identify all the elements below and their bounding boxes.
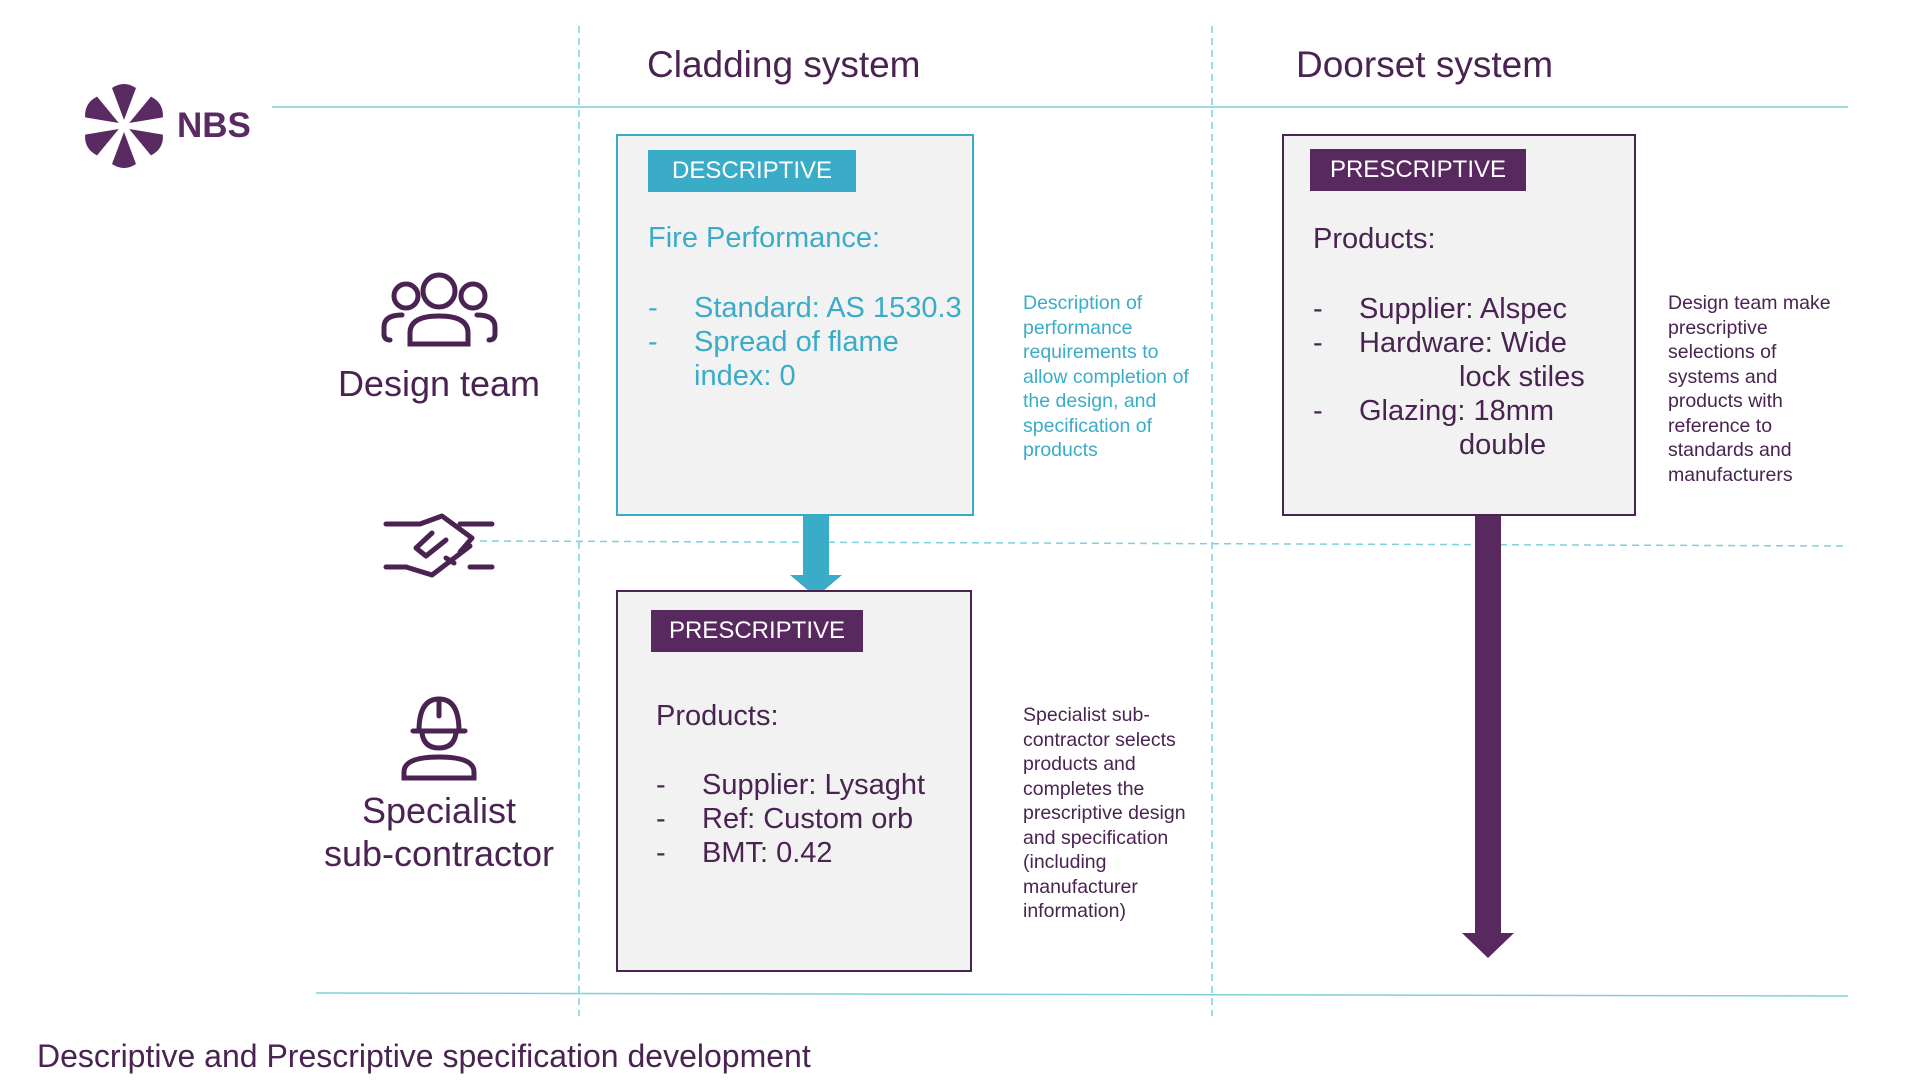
column-title-cladding: Cladding system xyxy=(647,44,921,85)
figure-caption: Descriptive and Prescriptive specificati… xyxy=(37,1038,811,1074)
descriptive-tag: DESCRIPTIVE xyxy=(648,150,856,192)
people-group-icon xyxy=(381,272,498,347)
cladding-prescriptive-box xyxy=(616,590,972,972)
cladding-prescriptive-note: Specialist sub-contractor selects produc… xyxy=(1023,704,1186,922)
list-item: - Spread of flame index: 0 xyxy=(648,326,899,392)
doorset-prescriptive-note: Design team make prescriptive selections… xyxy=(1668,292,1831,486)
row-label-sub-contractor-line1: Specialist xyxy=(361,790,517,831)
cladding-descriptive-note: Description of performance requirements … xyxy=(1023,292,1189,461)
row-label-sub-contractor: Specialist sub-contractor xyxy=(300,789,578,875)
row-divider-dashed xyxy=(479,540,1849,547)
list-item: - Standard: AS 1530.3 xyxy=(648,292,962,324)
cladding-descriptive-list: - Standard: AS 1530.3 - Spread of flame … xyxy=(648,291,968,393)
column-title-doorset: Doorset system xyxy=(1296,44,1554,85)
cladding-prescriptive-list: - Supplier: Lysaght - Ref: Custom orb - … xyxy=(656,768,966,870)
row-label-sub-contractor-line2: sub-contractor xyxy=(323,833,555,875)
handover-arrow-purple xyxy=(1462,474,1514,958)
doorset-prescriptive-box xyxy=(1282,134,1636,516)
prescriptive-tag-cladding: PRESCRIPTIVE xyxy=(651,610,863,652)
doorset-prescriptive-list: - Supplier: Alspec - Hardware: Wide lock… xyxy=(1313,292,1633,462)
list-item: - BMT: 0.42 xyxy=(656,837,833,869)
list-item: - Glazing: 18mm double xyxy=(1313,395,1555,461)
logo-text: NBS xyxy=(177,106,251,145)
list-item: - Supplier: Lysaght xyxy=(656,769,926,801)
cladding-descriptive-heading: Fire Performance: xyxy=(648,222,881,254)
list-item: - Hardware: Wide lock stiles xyxy=(1313,327,1585,393)
nbs-star-logo-icon xyxy=(85,84,163,168)
handshake-icon xyxy=(383,513,495,578)
cladding-descriptive-box xyxy=(616,134,974,516)
cladding-prescriptive-heading: Products: xyxy=(656,700,779,732)
doorset-prescriptive-heading: Products: xyxy=(1313,223,1436,255)
list-item: - Supplier: Alspec xyxy=(1313,293,1567,325)
prescriptive-tag-doorset: PRESCRIPTIVE xyxy=(1310,149,1526,191)
row-label-design-team: Design team xyxy=(337,363,541,404)
footer-divider-line xyxy=(315,992,1849,997)
hard-hat-worker-icon xyxy=(401,696,477,781)
list-item: - Ref: Custom orb xyxy=(656,803,914,835)
